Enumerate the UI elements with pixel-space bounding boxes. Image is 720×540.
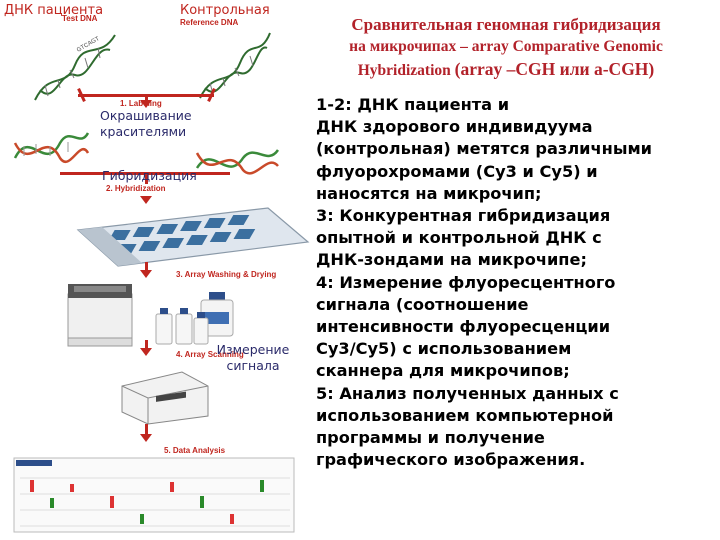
patient-dna-label: ДНК пациента bbox=[4, 3, 104, 18]
connector-bar bbox=[60, 172, 230, 175]
test-dna-helix-icon: GTCAGT bbox=[34, 34, 116, 101]
labeled-test-dna-icon bbox=[13, 132, 90, 163]
scanner-icon bbox=[121, 371, 209, 425]
text-line: графического изображения. bbox=[316, 450, 586, 470]
text-line: 5: Анализ полученных данных с bbox=[316, 383, 619, 403]
down-arrow-icon bbox=[140, 100, 152, 108]
text-line: сигнала (соотношение bbox=[316, 294, 529, 314]
title-line-3: Hybridization (array –CGH или a-CGH) bbox=[294, 58, 718, 82]
text-line: сканнера для микрочипов; bbox=[316, 361, 570, 381]
connector-line bbox=[145, 96, 148, 102]
data-analysis-sheet-icon bbox=[13, 457, 295, 533]
text-line: интенсивности флуоресценции bbox=[316, 317, 611, 337]
microarray-slide-icon bbox=[76, 207, 310, 267]
text-line: (контрольная) метятся различными bbox=[316, 139, 653, 159]
text-line: 4: Измерение флуоресцентного bbox=[316, 272, 616, 292]
step5-caption: 5. Data Analysis bbox=[164, 446, 226, 455]
down-arrow-icon bbox=[140, 270, 152, 278]
down-arrow-icon bbox=[140, 434, 152, 442]
title-line-3a: Hybridization bbox=[357, 62, 451, 79]
connector-bar bbox=[78, 94, 214, 97]
step3-caption: 3. Array Washing & Drying bbox=[176, 270, 277, 279]
connector-line bbox=[145, 174, 148, 184]
labeling-ru-label: Окрашивание красителями bbox=[100, 108, 192, 139]
down-arrow-icon bbox=[140, 196, 152, 204]
text-line: наносятся на микрочип; bbox=[316, 183, 542, 203]
text-line: 3: Конкурентная гибридизация bbox=[316, 206, 611, 226]
description-text: 1-2: ДНК пациента и ДНК здорового индиви… bbox=[316, 94, 652, 471]
text-line: программы и получение bbox=[316, 428, 545, 448]
connector-line bbox=[145, 340, 148, 350]
reagent-bottles-icon bbox=[155, 308, 209, 345]
reference-dna-helix-icon bbox=[199, 32, 271, 99]
text-line: ДНК здорового индивидуума bbox=[316, 117, 593, 137]
text-line: использованием компьютерной bbox=[316, 405, 614, 425]
control-label: Контрольная bbox=[180, 3, 270, 18]
text-line: 1-2: ДНК пациента и bbox=[316, 95, 510, 114]
connector-line bbox=[145, 262, 148, 272]
down-arrow-icon bbox=[140, 348, 152, 356]
test-dna-caption: Test DNA bbox=[62, 14, 98, 23]
reference-dna-caption: Reference DNA bbox=[180, 18, 239, 27]
connector-line bbox=[145, 424, 148, 436]
text-line: ДНК-зондами на микрочипе; bbox=[316, 250, 587, 270]
step1-caption: 1. Labeling bbox=[120, 99, 162, 108]
title-line-2: на микрочипах – array Comparative Genomi… bbox=[349, 38, 663, 55]
washing-station-icon bbox=[67, 284, 133, 347]
page-title: Сравнительная геномная гибридизация на м… bbox=[294, 14, 718, 82]
title-line-1: Сравнительная геномная гибридизация bbox=[351, 15, 661, 34]
step2-caption: 2. Hybridization bbox=[106, 184, 166, 193]
reagent-bottle-icon bbox=[200, 292, 234, 337]
text-line: Су3/Су5) с использованием bbox=[316, 339, 572, 359]
scanning-ru-label: Измерение сигнала bbox=[216, 342, 290, 373]
text-line: опытной и контрольной ДНК с bbox=[316, 228, 602, 248]
labeled-reference-dna-icon bbox=[195, 149, 280, 175]
text-line: флуорохромами (Су3 и Су5) и bbox=[316, 161, 598, 181]
title-line-3b: (array –CGH или a-CGH) bbox=[454, 59, 655, 79]
hybridization-ru-label: Гибридизация bbox=[102, 168, 197, 183]
step4-caption: 4. Array Scanning bbox=[176, 350, 244, 359]
